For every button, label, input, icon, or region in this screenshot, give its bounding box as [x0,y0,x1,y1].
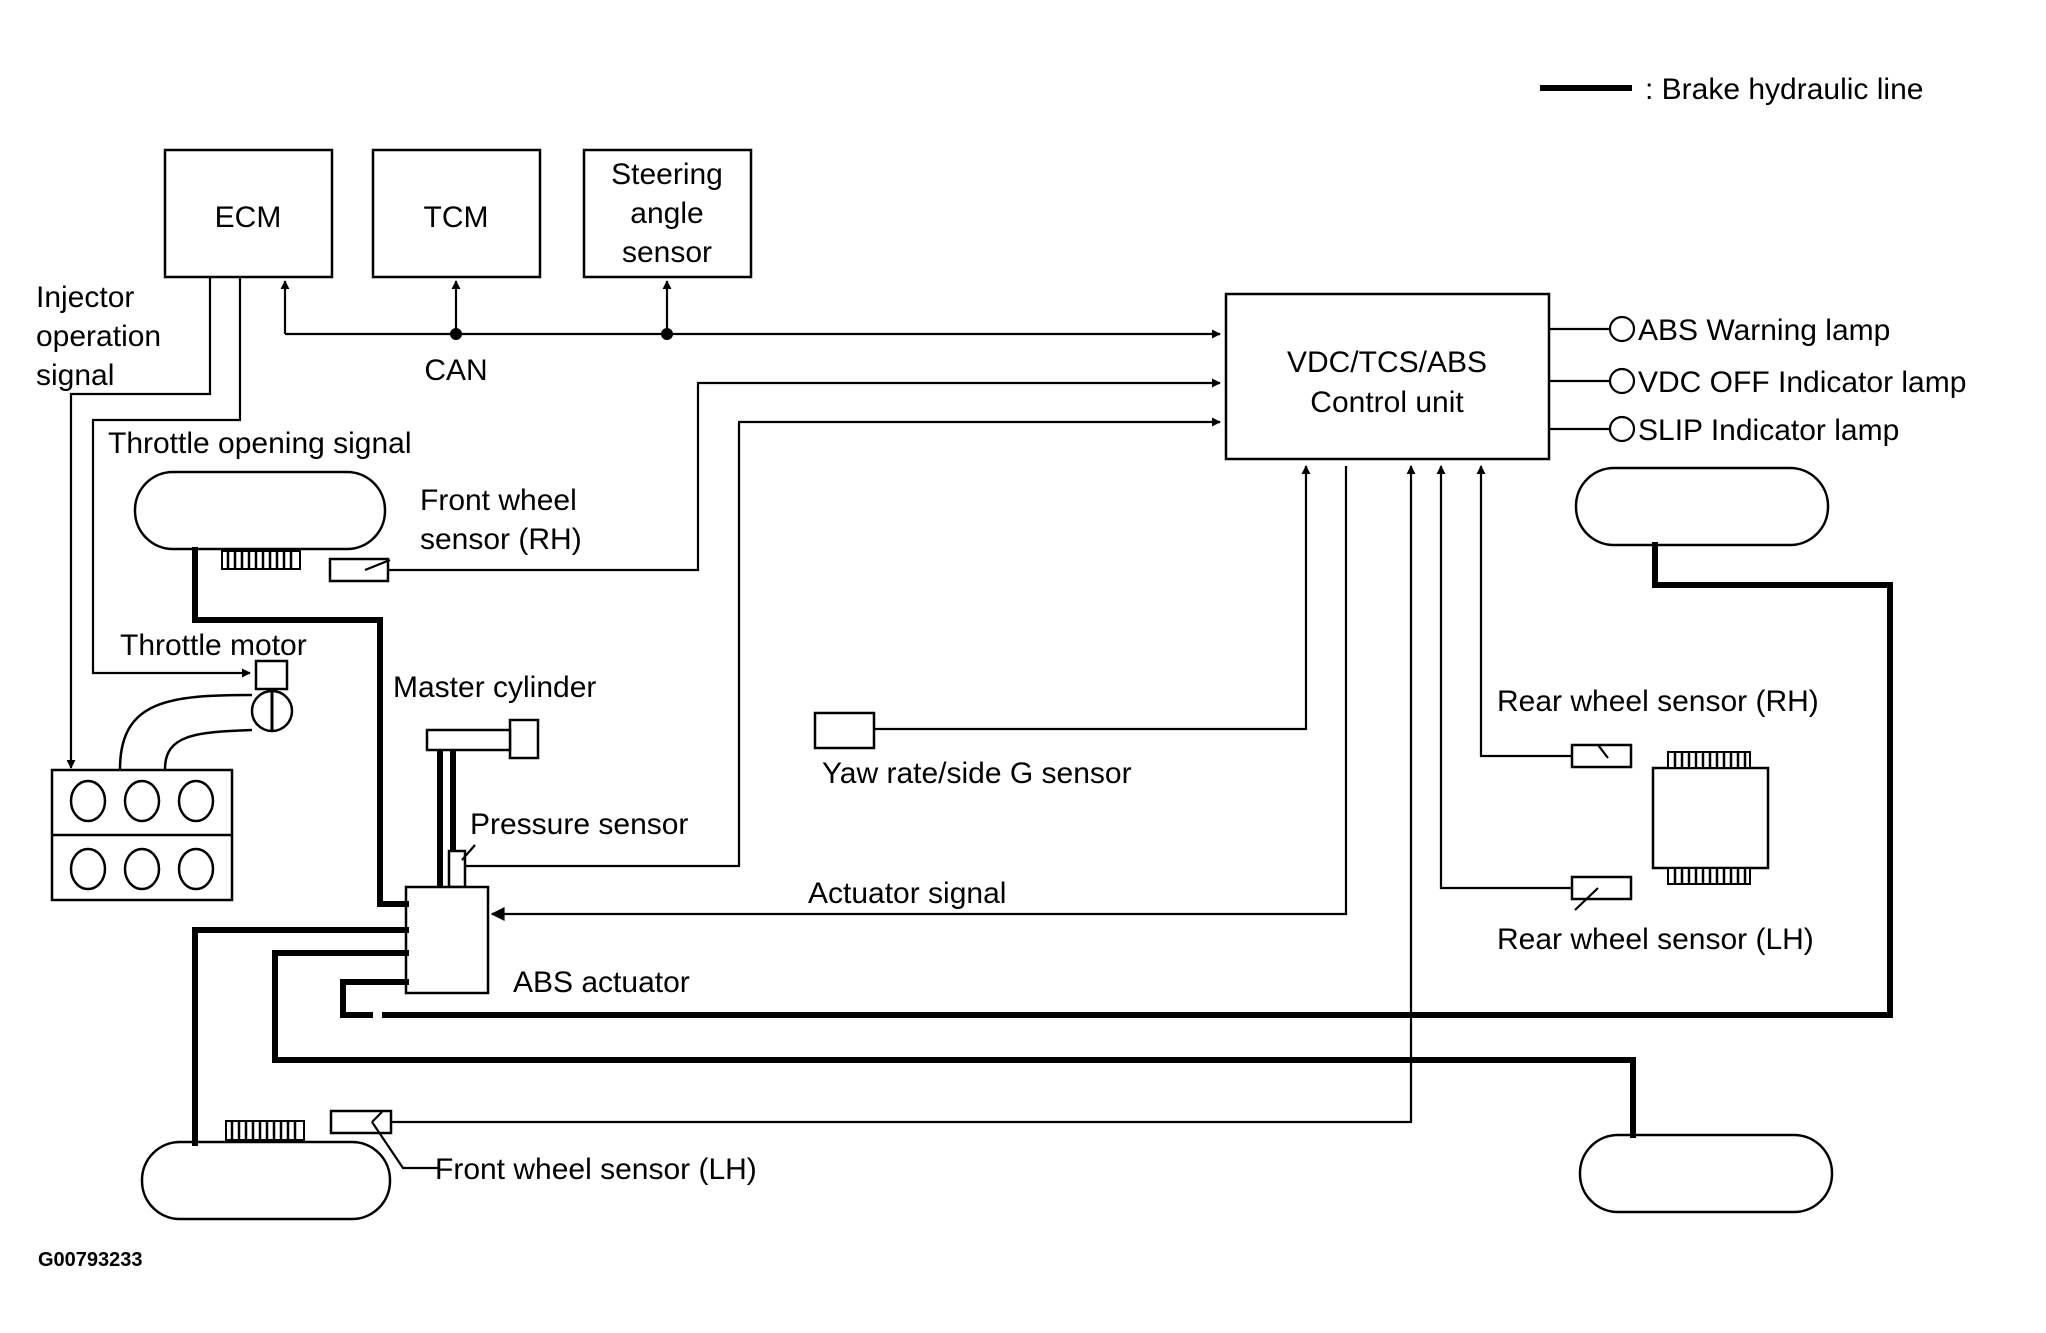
yaw-rate-sensor [813,711,876,750]
rear-lh-sensor [1570,875,1633,911]
cylinder-icon [177,847,215,891]
rear-wheel-lh-label: Rear wheel sensor (LH) [1497,923,1814,956]
control-unit-label-1: VDC/TCS/ABS [1287,346,1487,379]
ecm-module: ECM [163,148,334,279]
rear-right-wheel [1574,466,1830,547]
lamp-vdc-off: VDC OFF Indicator lamp [1549,366,1966,399]
yaw-rate-label: Yaw rate/side G sensor [822,757,1132,790]
lamp-abs-warning-label: ABS Warning lamp [1638,314,1890,347]
steering-angle-label-1: Steering [611,158,723,191]
actuator-signal-label: Actuator signal [808,877,1006,910]
steering-angle-label-3: sensor [622,236,712,269]
hyd-rear-right-b [382,542,1893,1018]
rear-rh-sensor [1570,743,1633,769]
lamp-icon [1608,367,1636,395]
hyd-front-left [192,927,409,1146]
legend-hydraulic-label: : Brake hydraulic line [1645,73,1923,106]
front-left-wheel [140,1109,440,1221]
injector-signal-label-2: operation [36,320,161,353]
can-label: CAN [424,354,487,387]
tcm-label: TCM [424,201,489,234]
front-wheel-sensor-lh [329,1109,393,1135]
yaw-rate-signal [874,465,1311,731]
injector-signal-line [66,277,212,769]
throttle-motor-label: Throttle motor [120,629,307,662]
throttle-motor [250,659,294,733]
cylinder-icon [123,779,161,823]
injector-signal-label-1: Injector [36,281,134,314]
front-wheel-sensor-rh [328,557,390,583]
hyd-rear-left [272,950,1636,1138]
master-cylinder-label: Master cylinder [393,671,596,704]
intake-pipe [118,693,253,770]
hyd-front-right [192,547,409,907]
actuator-signal-line [490,466,1348,921]
steering-angle-label-2: angle [630,197,703,230]
tcm-module: TCM [371,148,542,279]
front-wheel-lh-label: Front wheel sensor (LH) [435,1153,757,1186]
lamp-slip-label: SLIP Indicator lamp [1638,414,1899,447]
lamp-slip: SLIP Indicator lamp [1549,414,1899,447]
rear-wheel-rh-label: Rear wheel sensor (RH) [1497,685,1819,718]
legend: : Brake hydraulic line [1540,73,1923,106]
cylinder-icon [177,779,215,823]
lamp-icon [1608,415,1636,443]
throttle-opening-signal-label: Throttle opening signal [108,427,412,460]
injector-signal-label-3: signal [36,359,114,392]
lamp-icon [1608,315,1636,343]
rear-differential [1651,751,1770,885]
front-rh-sensor-signal [388,378,1221,572]
ecm-label: ECM [215,201,282,234]
tone-ring [221,550,301,570]
throttle-signal-line [91,277,251,678]
front-wheel-rh-label-2: sensor (RH) [420,523,582,556]
control-unit-label-2: Control unit [1310,386,1464,419]
figure-id: G00793233 [38,1249,143,1271]
rear-left-wheel [1578,1133,1834,1214]
engine-block [50,768,234,902]
front-right-wheel [133,470,391,583]
front-wheel-rh-label-1: Front wheel [420,484,577,517]
hyd-rear-right-a [340,979,409,1018]
can-junction [661,328,673,340]
can-junction [450,328,462,340]
rear-lh-sensor-signal [1436,465,1572,890]
cylinder-icon [69,779,107,823]
pressure-sensor-label: Pressure sensor [470,808,688,841]
rear-rh-sensor-signal [1476,465,1572,758]
front-lh-sensor-signal [391,465,1416,1124]
tone-ring [225,1120,305,1141]
lamp-abs-warning: ABS Warning lamp [1549,314,1890,347]
cylinder-icon [123,847,161,891]
brake-hydraulic-lines [192,542,1893,1146]
steering-angle-sensor-module: Steering angle sensor [582,148,753,279]
cylinder-icon [69,847,107,891]
master-cylinder [425,718,540,887]
pressure-sensor-signal [465,417,1221,868]
lamp-vdc-off-label: VDC OFF Indicator lamp [1638,366,1966,399]
can-bus: CAN [280,280,1221,387]
abs-actuator [404,885,490,995]
abs-actuator-label: ABS actuator [513,966,690,999]
control-unit-module: VDC/TCS/ABS Control unit [1224,292,1551,461]
